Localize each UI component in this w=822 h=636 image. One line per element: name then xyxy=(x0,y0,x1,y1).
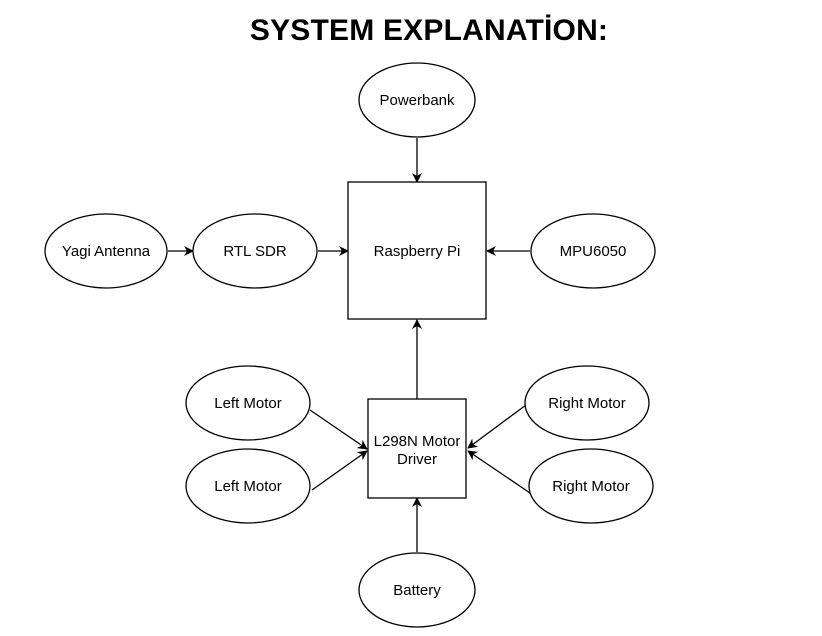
raspberry-pi-label: Raspberry Pi xyxy=(374,243,461,260)
left-motor-2-shape xyxy=(185,448,311,524)
node-battery: Battery xyxy=(358,552,476,628)
raspberry-pi-shape xyxy=(347,181,487,320)
arrow-right-motor-2-to-driver xyxy=(467,450,531,494)
node-powerbank: Powerbank xyxy=(358,62,476,138)
right-motor-2-shape xyxy=(528,448,654,524)
left-motor-1-label: Left Motor xyxy=(214,395,282,412)
node-motor-driver: L298N Motor Driver xyxy=(367,398,467,499)
yagi-antenna-label: Yagi Antenna xyxy=(62,243,151,260)
mpu6050-label: MPU6050 xyxy=(560,243,627,260)
node-left-motor-1: Left Motor xyxy=(185,365,311,441)
left-motor-2-label: Left Motor xyxy=(214,478,282,495)
battery-label: Battery xyxy=(393,582,441,599)
right-motor-1-shape xyxy=(524,365,650,441)
rtl-sdr-label: RTL SDR xyxy=(223,243,287,260)
node-mpu6050: MPU6050 xyxy=(530,213,656,289)
rtl-sdr-shape xyxy=(192,213,318,289)
right-motor-1-label: Right Motor xyxy=(548,395,626,412)
node-rtl-sdr: RTL SDR xyxy=(192,213,318,289)
arrow-right-motor-1-to-driver xyxy=(467,404,527,449)
arrow-left-motor-2-to-driver xyxy=(311,450,368,491)
mpu6050-shape xyxy=(530,213,656,289)
motor-driver-label-line2: Driver xyxy=(397,451,437,468)
yagi-antenna-shape xyxy=(44,213,168,289)
node-left-motor-2: Left Motor xyxy=(185,448,311,524)
powerbank-shape xyxy=(358,62,476,138)
right-motor-2-label: Right Motor xyxy=(552,478,630,495)
node-right-motor-2: Right Motor xyxy=(528,448,654,524)
arrow-left-motor-1-to-driver xyxy=(309,409,368,450)
motor-driver-shape xyxy=(367,398,467,499)
node-raspberry-pi: Raspberry Pi xyxy=(347,181,487,320)
node-right-motor-1: Right Motor xyxy=(524,365,650,441)
node-yagi-antenna: Yagi Antenna xyxy=(44,213,168,289)
connectors xyxy=(168,138,531,552)
motor-driver-label-line1: L298N Motor xyxy=(374,433,461,450)
diagram-title: SYSTEM EXPLANATİON: xyxy=(249,14,609,47)
battery-shape xyxy=(358,552,476,628)
powerbank-label: Powerbank xyxy=(379,92,455,109)
left-motor-1-shape xyxy=(185,365,311,441)
